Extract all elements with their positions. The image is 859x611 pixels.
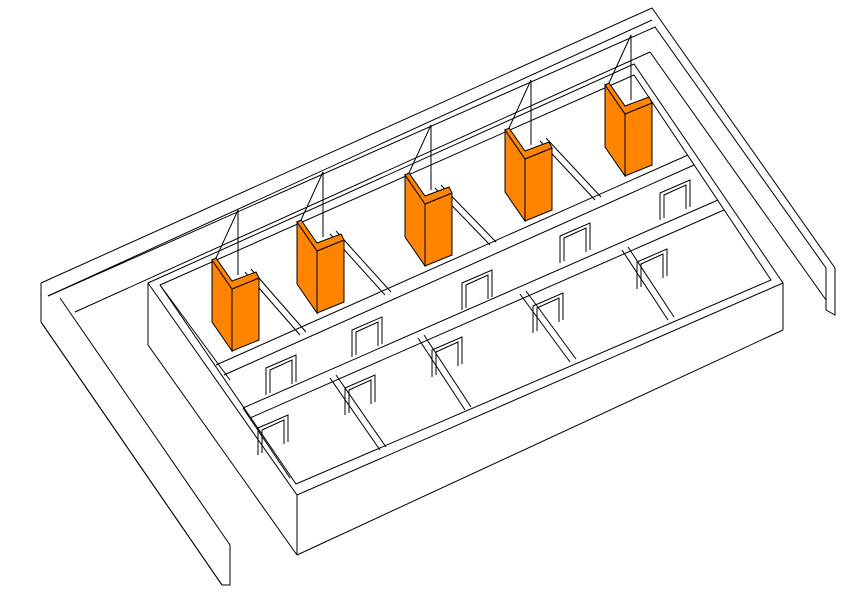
door-frame — [663, 184, 687, 218]
room-divider-wall — [627, 246, 675, 318]
column-notch-edge — [508, 79, 532, 129]
door-frame — [435, 341, 459, 375]
door-frame — [261, 419, 285, 453]
column-notch-edge — [608, 34, 632, 84]
door-frame — [640, 253, 664, 287]
room-divider-wall — [423, 334, 472, 408]
room-divider-wall — [417, 337, 466, 411]
door-frame — [431, 336, 463, 377]
room-divider-wall — [525, 290, 577, 360]
column-front-face — [424, 192, 453, 267]
column-front-face — [624, 102, 653, 177]
column-notch-edge — [300, 171, 324, 221]
column — [504, 79, 553, 223]
column — [404, 124, 453, 268]
main-building — [147, 63, 784, 556]
column-notch-edge — [215, 209, 239, 259]
bay-divider-wall — [545, 137, 602, 198]
door-frame — [269, 359, 293, 393]
door-frame — [265, 354, 297, 395]
room-divider-wall — [335, 374, 387, 448]
column — [604, 34, 653, 178]
column — [211, 209, 260, 353]
door-frame — [659, 179, 691, 220]
column-front-face — [316, 239, 345, 314]
door-frame — [461, 269, 493, 310]
column-notch-edge — [408, 124, 432, 174]
door-frame — [536, 297, 560, 331]
door-frame — [355, 321, 379, 355]
room-divider-wall — [621, 249, 669, 321]
door-frame — [344, 374, 376, 415]
column-front-face — [524, 147, 553, 222]
room-divider-wall — [519, 293, 571, 363]
door-frame — [257, 414, 289, 455]
columns — [211, 34, 653, 353]
door-frame — [636, 248, 668, 289]
room-divider-wall — [329, 377, 381, 451]
door-frame — [465, 274, 489, 308]
doors — [257, 179, 691, 455]
door-frame — [563, 227, 587, 261]
door-frame — [351, 316, 383, 357]
column — [296, 171, 345, 315]
column-front-face — [231, 277, 260, 352]
bay-divider-wall — [250, 268, 307, 333]
door-frame — [532, 292, 564, 333]
door-frame — [348, 379, 372, 413]
bay-divider-wall — [335, 230, 392, 293]
outer-l-wall — [40, 7, 836, 586]
bay-dividers — [244, 137, 675, 451]
door-frame — [559, 222, 591, 263]
